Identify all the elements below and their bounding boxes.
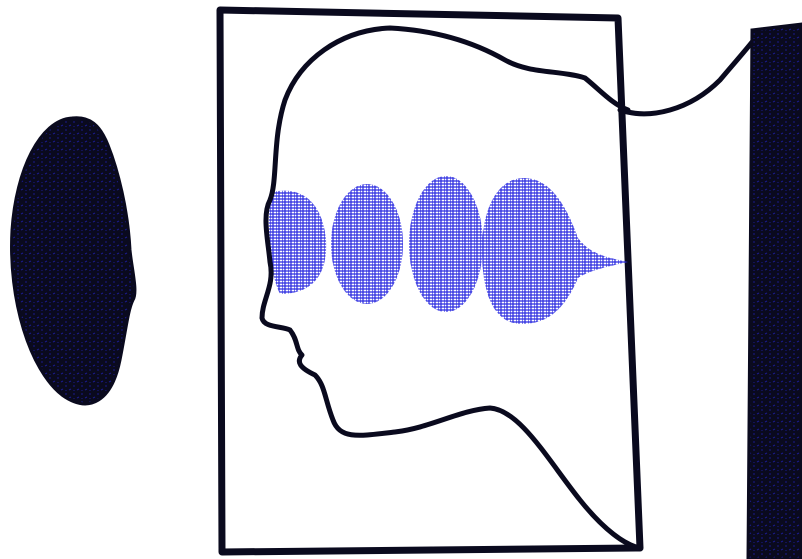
wave-lobe-4 <box>482 178 628 324</box>
wave-lobe-3 <box>409 176 483 312</box>
left-head-silhouette <box>12 118 135 404</box>
connector-line <box>620 32 760 114</box>
wave-lobe-2 <box>331 184 403 304</box>
wave-lobe-1 <box>269 191 326 294</box>
sound-wave-pattern <box>269 176 628 324</box>
right-dark-panel <box>748 24 802 559</box>
